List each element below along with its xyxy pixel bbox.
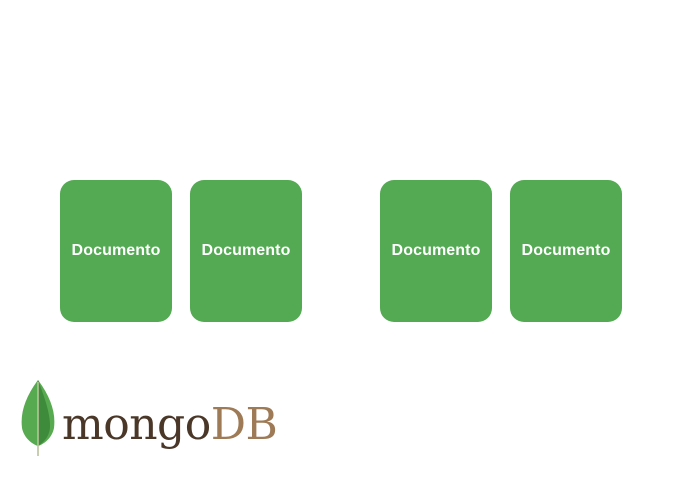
document-card-1: Documento [60,180,172,322]
logo-text-db: DB [210,399,278,450]
document-card-3: Documento [380,180,492,322]
document-card-label: Documento [201,242,291,259]
logo-text-mongo: mongo [62,399,211,450]
document-card-label: Documento [71,242,161,259]
logo-wordmark: mongoDB [62,399,278,450]
leaf-icon [21,380,55,456]
document-card-label: Documento [391,242,481,259]
document-card-2: Documento [190,180,302,322]
document-card-4: Documento [510,180,622,322]
mongodb-logo: mongoDB [18,378,298,462]
document-card-label: Documento [521,242,611,259]
